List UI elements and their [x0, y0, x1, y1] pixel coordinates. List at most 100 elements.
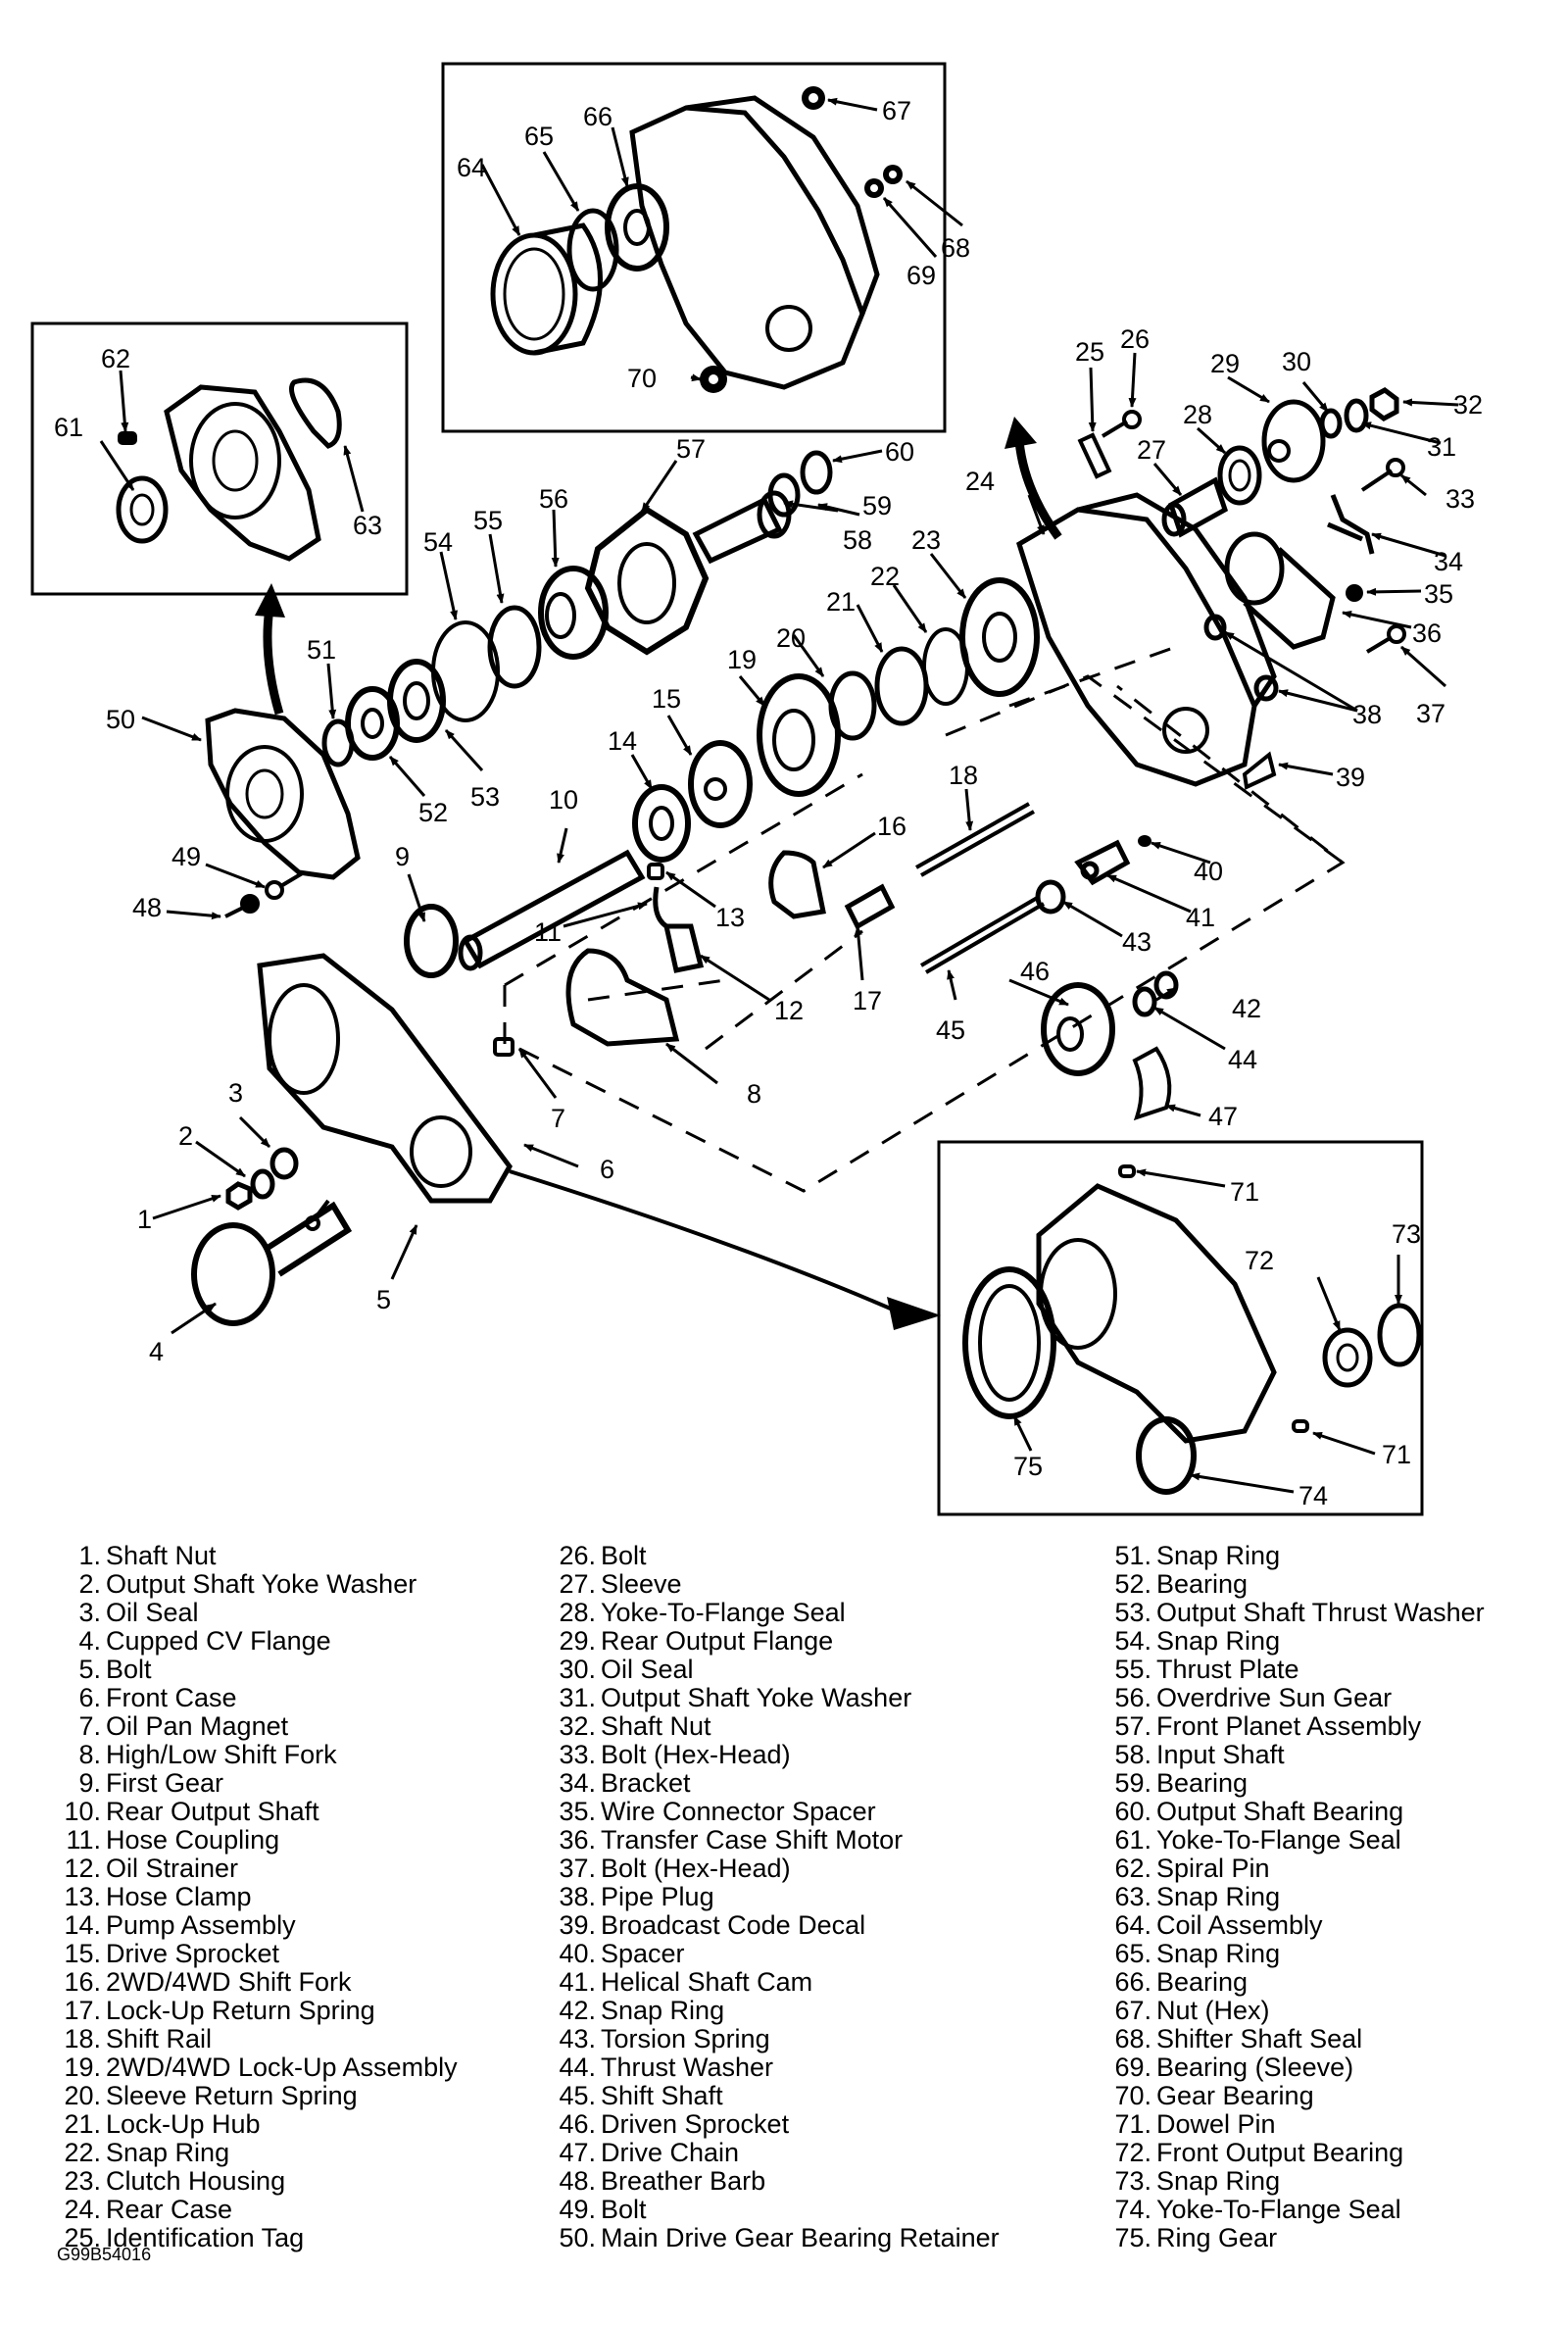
callout-54: 54	[423, 527, 453, 557]
part-54-snap-ring	[431, 620, 500, 722]
part-32-shaft-nut	[1369, 387, 1399, 421]
callout-8: 8	[747, 1079, 761, 1109]
legend-item: 22.Snap Ring	[54, 2139, 458, 2167]
callout-1: 1	[137, 1205, 152, 1234]
part-48-breather-barb	[224, 894, 260, 918]
legend-item-number: 1.	[78, 1541, 101, 1570]
callout-58: 58	[843, 525, 872, 555]
callout-21: 21	[826, 587, 856, 617]
legend-item-number: 14.	[64, 1910, 101, 1940]
part-21-lock-up-hub	[874, 646, 929, 726]
part-39-broadcast-code-decal	[1242, 751, 1277, 790]
legend-item-number: 56.	[1114, 1683, 1152, 1712]
legend-item-number: 38.	[559, 1882, 596, 1911]
legend-item: 16.2WD/4WD Shift Fork	[54, 1968, 458, 1997]
part-55-thrust-plate	[487, 605, 542, 689]
legend-item-number: 46.	[559, 2109, 596, 2139]
part-11-hose-coupling	[653, 886, 668, 929]
legend-item-number: 20.	[64, 2081, 101, 2110]
inset-box-left	[30, 322, 409, 596]
legend-item-label: Bearing (Sleeve)	[1156, 2053, 1354, 2082]
legend-item-label: High/Low Shift Fork	[106, 1740, 337, 1769]
legend-item-number: 61.	[1114, 1825, 1152, 1855]
part-31-yoke-washer	[1344, 398, 1369, 433]
legend-item: 54.Snap Ring	[1104, 1627, 1485, 1656]
callout-11: 11	[534, 917, 562, 947]
callout-48: 48	[132, 893, 162, 922]
callout-68: 68	[941, 233, 970, 263]
legend-item: 5.Bolt	[54, 1656, 458, 1684]
part-41-helical-shaft-cam	[1074, 839, 1131, 886]
callout-27: 27	[1137, 435, 1166, 465]
legend-item-number: 2.	[78, 1569, 101, 1599]
legend-item: 46.Driven Sprocket	[549, 2110, 1000, 2139]
part-7-oil-pan-magnet	[493, 1037, 514, 1057]
legend-item-number: 47.	[559, 2138, 596, 2167]
legend-item-number: 23.	[64, 2166, 101, 2196]
legend-item: 62.Spiral Pin	[1104, 1855, 1485, 1883]
legend-item: 51.Snap Ring	[1104, 1542, 1485, 1570]
legend-item-number: 16.	[64, 1967, 101, 1997]
legend-item-number: 53.	[1114, 1598, 1152, 1627]
legend-item: 58.Input Shaft	[1104, 1741, 1485, 1769]
legend-item-number: 73.	[1114, 2166, 1152, 2196]
callout-66: 66	[583, 102, 612, 131]
legend-item: 24.Rear Case	[54, 2196, 458, 2224]
legend-item: 61.Yoke-To-Flange Seal	[1104, 1826, 1485, 1855]
part-53-thrust-washer	[387, 659, 446, 743]
part-25-identification-tag	[1077, 432, 1112, 479]
legend-item-number: 18.	[64, 2024, 101, 2053]
legend-item-number: 51.	[1114, 1541, 1152, 1570]
legend-item-label: Drive Sprocket	[106, 1939, 280, 1968]
legend-item: 41.Helical Shaft Cam	[549, 1968, 1000, 1997]
legend-item-label: Bearing	[1156, 1768, 1249, 1798]
callout-16: 16	[877, 812, 906, 841]
callout-2: 2	[178, 1121, 193, 1151]
legend-item-label: Snap Ring	[1156, 1626, 1281, 1656]
callout-39: 39	[1336, 763, 1365, 792]
legend-item-number: 32.	[559, 1711, 596, 1741]
legend-item-number: 68.	[1114, 2024, 1152, 2053]
legend-item: 7.Oil Pan Magnet	[54, 1712, 458, 1741]
part-20-sleeve-return-spring	[828, 670, 877, 741]
legend-item: 21.Lock-Up Hub	[54, 2110, 458, 2139]
legend-item-number: 69.	[1114, 2053, 1152, 2082]
legend-item: 26.Bolt	[549, 1542, 1000, 1570]
legend-item-label: Oil Strainer	[106, 1854, 239, 1883]
part-47-drive-chain	[1132, 1046, 1172, 1121]
legend-item: 28.Yoke-To-Flange Seal	[549, 1599, 1000, 1627]
legend-item-number: 75.	[1114, 2223, 1152, 2252]
legend-item-number: 50.	[559, 2223, 596, 2252]
callout-52: 52	[418, 798, 448, 827]
legend-item-label: Rear Case	[106, 2195, 233, 2224]
part-72-front-output-bearing	[1322, 1327, 1373, 1388]
legend-item-number: 11.	[66, 1825, 101, 1855]
part-63-snap-ring	[289, 377, 342, 449]
legend-item-label: Broadcast Code Decal	[601, 1910, 866, 1940]
legend-item: 33.Bolt (Hex-Head)	[549, 1741, 1000, 1769]
callout-60: 60	[885, 437, 914, 467]
legend-item-label: Output Shaft Yoke Washer	[601, 1683, 912, 1712]
part-71-dowel-pin	[1118, 1164, 1309, 1433]
part-29-rear-output-flange	[1261, 399, 1326, 483]
legend-item-label: Yoke-To-Flange Seal	[1156, 1825, 1401, 1855]
legend-item-label: Rear Output Shaft	[106, 1797, 319, 1826]
callout-69: 69	[906, 261, 936, 290]
legend-item-number: 34.	[559, 1768, 596, 1798]
part-67-hex-nut	[802, 86, 825, 110]
legend-item-number: 31.	[559, 1683, 596, 1712]
callout-23: 23	[911, 525, 941, 555]
part-38-pipe-plug	[1203, 614, 1279, 702]
legend-item-label: Snap Ring	[1156, 1541, 1281, 1570]
legend-item: 31.Output Shaft Yoke Washer	[549, 1684, 1000, 1712]
part-6-front-case	[257, 953, 513, 1204]
legend-item: 34.Bracket	[549, 1769, 1000, 1798]
legend-item-label: Shift Rail	[106, 2024, 213, 2053]
legend-item: 63.Snap Ring	[1104, 1883, 1485, 1911]
callout-37: 37	[1416, 699, 1446, 728]
legend-item: 38.Pipe Plug	[549, 1883, 1000, 1911]
callout-40: 40	[1194, 857, 1223, 886]
legend-item-number: 62.	[1114, 1854, 1152, 1883]
callout-25: 25	[1075, 337, 1104, 367]
part-13-hose-clamp	[647, 863, 664, 880]
